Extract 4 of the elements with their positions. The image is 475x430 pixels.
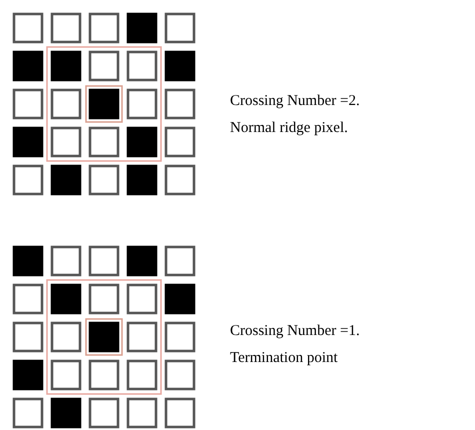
caption-text: Crossing Number =2. xyxy=(230,92,360,111)
caption-text: Normal ridge pixel. xyxy=(230,118,349,138)
caption-text: Crossing Number =1. xyxy=(230,322,360,341)
caption-text: Termination point xyxy=(230,348,339,368)
